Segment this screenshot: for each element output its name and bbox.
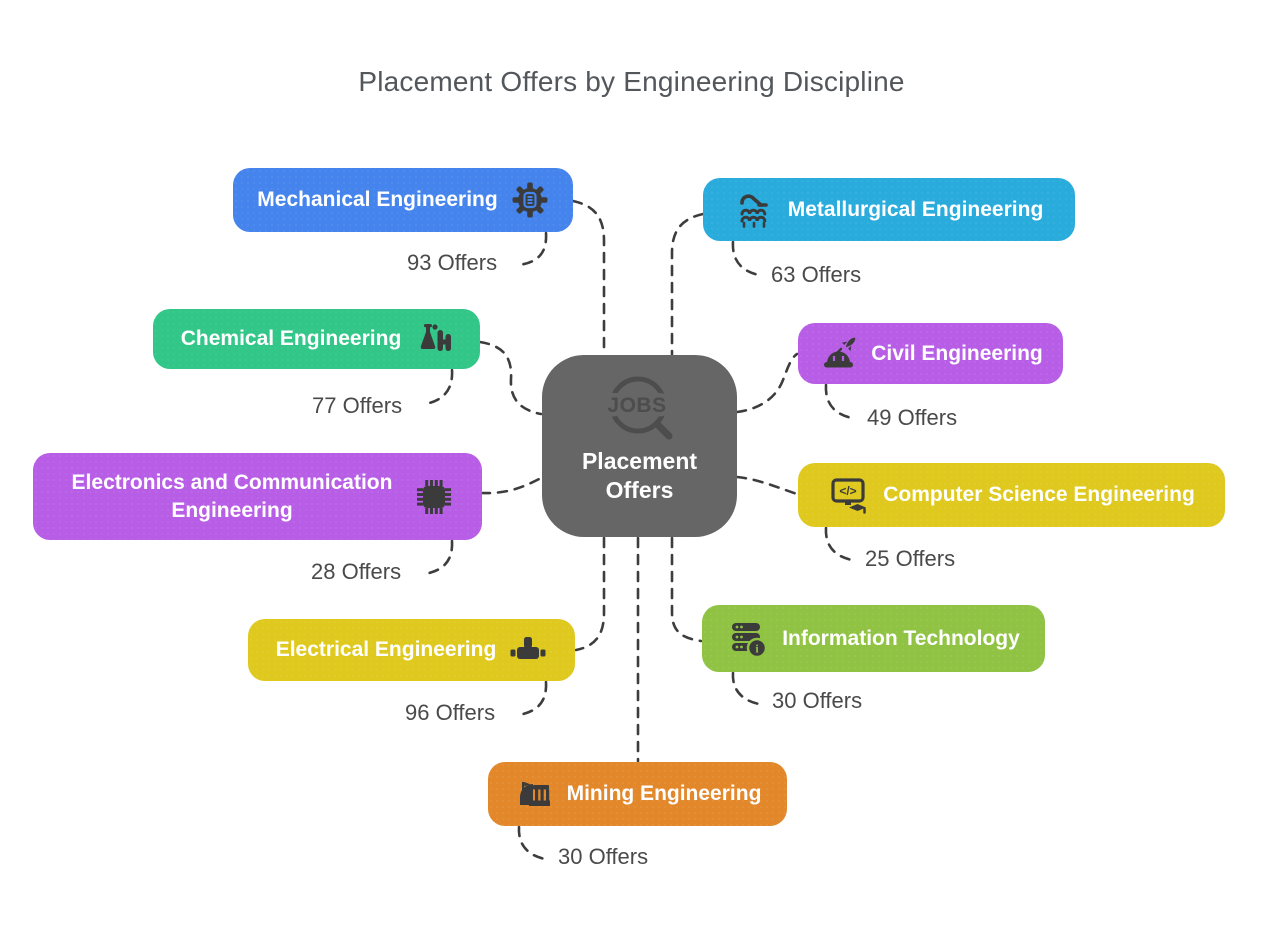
discipline-label: Mining Engineering (566, 782, 762, 806)
discipline-pill-electrical[interactable]: Electrical Engineering (248, 619, 575, 681)
offers-label-metallurgical: 63 Offers (771, 262, 862, 287)
svg-text:JOBS: JOBS (607, 394, 666, 417)
discipline-label: Information Technology (782, 626, 1020, 650)
page-title: Placement Offers by Engineering Discipli… (358, 66, 905, 97)
offers-label-chemical: 77 Offers (312, 393, 403, 418)
wire-chemical-center (478, 340, 543, 416)
pipe-connector-icon (510, 637, 546, 659)
microchip-icon (417, 479, 451, 514)
mine-icon (519, 782, 550, 806)
code-monitor-icon: </> (831, 478, 867, 514)
server-info-icon: i (732, 622, 768, 658)
casting-machine-icon (739, 193, 768, 228)
wire-metallurgical-offers (731, 240, 761, 277)
discipline-pill-ece[interactable]: Electronics and Communication Engineerin… (33, 453, 482, 540)
discipline-pill-cse[interactable]: </> Computer Science Engineering (798, 463, 1225, 527)
offers-label-civil: 49 Offers (867, 405, 958, 430)
discipline-label: Computer Science Engineering (883, 483, 1195, 507)
discipline-label: Civil Engineering (871, 341, 1043, 365)
discipline-pill-it[interactable]: i Information Technology (702, 605, 1045, 672)
wire-mechanical-center (571, 199, 606, 356)
wire-civil-offers (824, 383, 854, 420)
wire-mining-offers (517, 825, 547, 861)
offers-label-ece: 28 Offers (311, 559, 402, 584)
wire-ece-center (479, 476, 543, 495)
discipline-label: Chemical Engineering (180, 327, 402, 351)
offers-label-mechanical: 93 Offers (407, 250, 498, 275)
discipline-label: Electrical Engineering (275, 638, 497, 662)
wire-it-center (670, 536, 703, 643)
discipline-label: Electronics and Communication Engineerin… (71, 470, 393, 522)
offers-label-cse: 25 Offers (865, 546, 956, 571)
center-node-label: Placement Offers (581, 448, 698, 503)
center-node-placement-offers[interactable]: JOBS Placement Offers (542, 355, 737, 537)
discipline-pill-mechanical[interactable]: Mechanical Engineering (233, 168, 573, 232)
discipline-pill-chemical[interactable]: Chemical Engineering (153, 309, 480, 369)
offers-label-it: 30 Offers (772, 688, 863, 713)
jobs-magnifier-icon: JOBS (602, 376, 672, 440)
discipline-label: Metallurgical Engineering (787, 197, 1044, 221)
wire-cse-offers (824, 526, 854, 562)
discipline-pill-civil[interactable]: Civil Engineering (798, 323, 1063, 384)
wire-ece-offers (423, 539, 454, 576)
wire-civil-center (735, 352, 799, 414)
hardhat-rocket-icon (824, 337, 856, 367)
offers-label-mining: 30 Offers (558, 844, 649, 869)
wire-electrical-center (574, 536, 606, 652)
wire-it-offers (731, 671, 761, 706)
offers-label-electrical: 96 Offers (405, 700, 496, 725)
svg-text:</>: </> (840, 484, 857, 498)
chemistry-flask-icon (420, 324, 452, 351)
wire-cse-center (735, 475, 799, 496)
wire-mechanical-offers (517, 231, 548, 267)
svg-text:i: i (756, 641, 760, 655)
discipline-pill-metallurgical[interactable]: Metallurgical Engineering (703, 178, 1075, 241)
gear-icon (512, 182, 548, 218)
wire-metallurgical-center (670, 212, 705, 356)
discipline-label: Mechanical Engineering (257, 188, 498, 212)
discipline-pill-mining[interactable]: Mining Engineering (488, 762, 787, 826)
wire-electrical-offers (517, 680, 548, 717)
wire-chemical-offers (423, 368, 454, 406)
